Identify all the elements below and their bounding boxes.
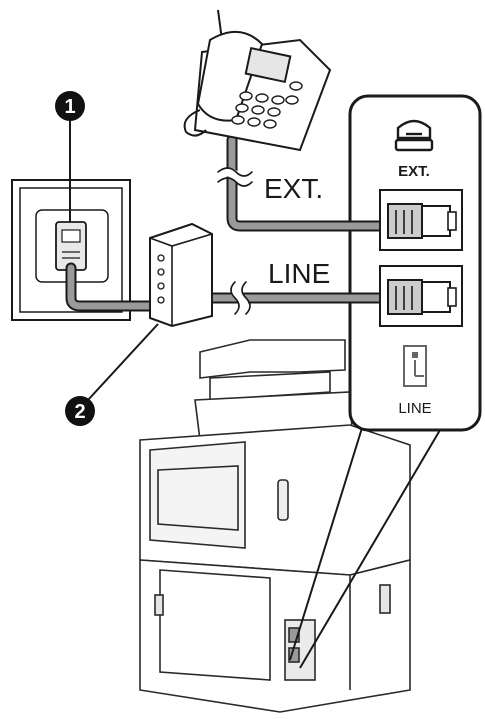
splitter-icon [150, 224, 212, 326]
ext-cable-label: EXT. [264, 173, 323, 204]
callout-2: 2 [65, 324, 158, 426]
line-port-icon [404, 346, 426, 386]
line-jack [380, 266, 462, 326]
ext-port-icon [396, 121, 432, 150]
line-port-label: LINE [398, 400, 431, 417]
telephone-icon [185, 10, 330, 150]
ext-jack [380, 190, 462, 250]
callout-2-number: 2 [74, 401, 85, 423]
ext-port-label: EXT. [398, 163, 430, 180]
callout-1-number: 1 [64, 96, 75, 118]
line-cable-label: LINE [268, 258, 330, 289]
